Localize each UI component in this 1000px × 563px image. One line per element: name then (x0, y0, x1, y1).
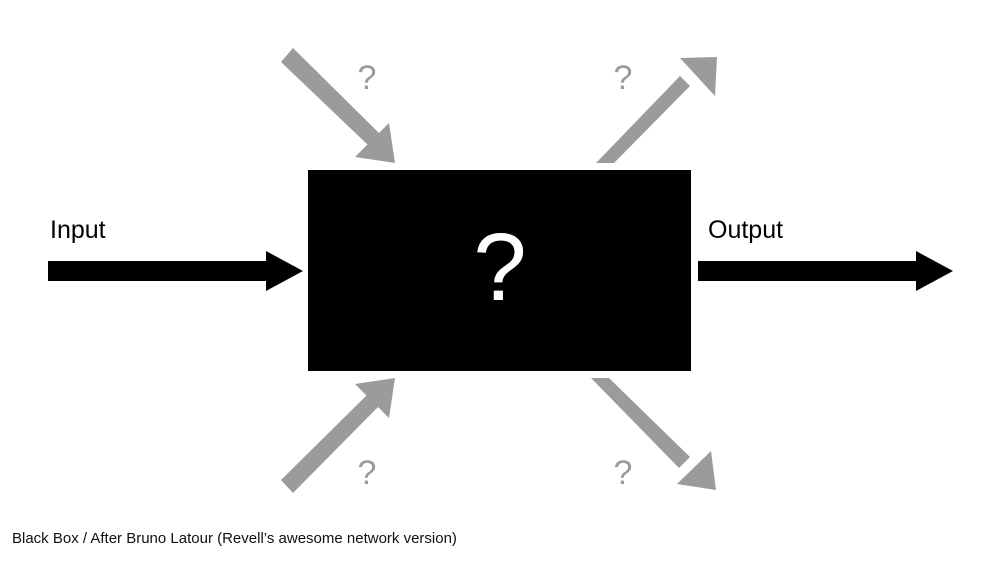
box-question-mark: ? (473, 214, 526, 321)
question-mark-bottom-left: ? (358, 454, 377, 492)
question-mark-top-right: ? (614, 59, 633, 97)
black-box (308, 170, 691, 371)
output-label: Output (708, 216, 783, 244)
question-mark-bottom-right: ? (614, 454, 633, 492)
side-arrow-bottom-left (281, 378, 395, 493)
caption: Black Box / After Bruno Latour (Revell’s… (12, 530, 457, 547)
side-arrow-top-left (281, 48, 395, 163)
input-arrow (48, 251, 303, 291)
input-label: Input (50, 216, 106, 244)
side-arrow-top-right (596, 57, 717, 163)
question-mark-top-left: ? (358, 59, 377, 97)
output-arrow (698, 251, 953, 291)
side-arrow-bottom-right (591, 378, 716, 490)
